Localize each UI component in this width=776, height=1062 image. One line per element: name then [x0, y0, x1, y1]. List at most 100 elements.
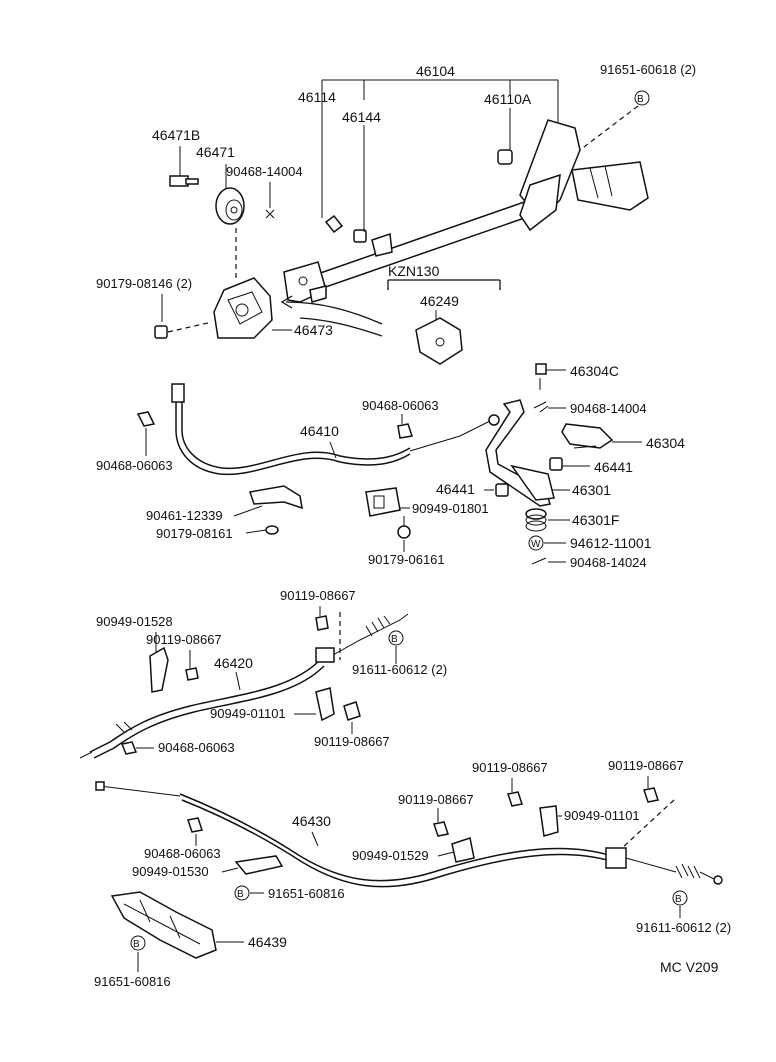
lever-assembly — [283, 119, 649, 303]
nut-46441-icon — [549, 457, 563, 471]
svg-text:B: B — [133, 939, 140, 950]
protector-46439-icon — [110, 891, 217, 959]
nut-icon — [265, 525, 279, 535]
svg-text:B: B — [675, 894, 682, 905]
nut-icon — [154, 325, 168, 339]
cable-46410 — [171, 383, 500, 476]
callout-46420: 46420 — [214, 655, 253, 671]
callout-90119-08667-c: 90119-08667 — [314, 734, 390, 749]
spring-icon — [675, 863, 701, 879]
bracket-90949-01101-lower-icon — [539, 805, 559, 837]
callout-90468-06063-upper: 90468-06063 — [362, 398, 439, 413]
svg-text:W: W — [531, 539, 541, 550]
callout-46441-left: 46441 — [436, 481, 475, 497]
bolt-icon — [185, 667, 199, 681]
callout-46104: 46104 — [416, 63, 455, 79]
bolt-46471B-icon — [169, 175, 199, 187]
callout-46249: 46249 — [420, 293, 459, 309]
callout-90468-06063-lower: 90468-06063 — [144, 846, 221, 861]
callout-91611-60612-b: 91611-60612 (2) — [636, 920, 731, 935]
callout-90468-06063-left: 90468-06063 — [96, 458, 173, 473]
clip-icon — [533, 401, 549, 413]
callout-90468-14024: 90468-14024 — [570, 555, 647, 570]
callout-91651-60618: 91651-60618 (2) — [600, 62, 696, 77]
callout-90949-01530: 90949-01530 — [132, 864, 209, 879]
spring-46301F-icon — [525, 508, 547, 532]
group-label: KZN130 — [388, 263, 440, 279]
callout-90119-08667-a: 90119-08667 — [146, 632, 222, 647]
callout-46471B: 46471B — [152, 127, 200, 143]
lever-46301-icon — [485, 399, 555, 507]
arrow-head-icon — [280, 295, 293, 309]
part-46304-icon — [561, 423, 614, 449]
cable-46420 — [79, 613, 409, 759]
bracket-90461-12339-icon — [249, 485, 303, 510]
callout-bracket-46104 — [321, 79, 559, 232]
callout-90179-08146: 90179-08146 (2) — [96, 276, 192, 291]
clip-90468-06063-left-icon — [136, 411, 156, 427]
pin-46304C-icon — [535, 363, 547, 375]
clip-icon — [531, 557, 547, 565]
svg-text:B: B — [237, 889, 244, 900]
callout-46473: 46473 — [294, 322, 333, 338]
svg-text:B: B — [391, 634, 398, 645]
callout-90468-14004: 90468-14004 — [226, 164, 303, 179]
callout-90468-06063-mid: 90468-06063 — [158, 740, 235, 755]
bolt-marker-icon: B — [672, 890, 688, 906]
bolt-marker-icon: B — [234, 885, 250, 901]
bolt-icon — [643, 787, 659, 803]
spring-icon — [365, 615, 391, 637]
clip-icon — [397, 423, 413, 439]
callout-46430: 46430 — [292, 813, 331, 829]
bolt-icon — [343, 701, 361, 721]
callout-46304: 46304 — [646, 435, 685, 451]
clip-icon — [265, 209, 275, 219]
bolt-icon — [433, 821, 449, 837]
nut-46441-icon — [495, 483, 509, 497]
bolt-icon — [315, 615, 329, 631]
callout-46304C: 46304C — [570, 363, 619, 379]
callout-90119-08667-b: 90119-08667 — [280, 588, 356, 603]
grommet-90949-01801-icon — [365, 487, 401, 517]
callout-46301F: 46301F — [572, 512, 619, 528]
callout-94612-11001: 94612-11001 — [570, 535, 652, 551]
bolt-marker-icon: B — [634, 90, 650, 106]
callout-46110A: 46110A — [484, 91, 532, 107]
nut-icon — [397, 525, 411, 539]
callout-46144: 46144 — [342, 109, 381, 125]
callout-90949-01529: 90949-01529 — [352, 848, 429, 863]
svg-text:B: B — [637, 94, 644, 105]
plate-46249-icon — [415, 317, 463, 365]
footer-code: MC V209 — [660, 959, 719, 975]
callout-46301: 46301 — [572, 482, 611, 498]
callout-90949-01801: 90949-01801 — [412, 501, 489, 516]
bracket-90949-01528-icon — [149, 646, 169, 693]
arrow-line — [285, 301, 383, 325]
bolt-marker-icon: B — [130, 935, 146, 951]
callout-91611-60612-a: 91611-60612 (2) — [352, 662, 447, 677]
group-bracket — [387, 279, 501, 290]
callout-46471: 46471 — [196, 144, 235, 160]
bolt-marker-icon: B — [388, 630, 404, 646]
washer-marker-icon: W — [528, 535, 544, 551]
callout-46441-right: 46441 — [594, 459, 633, 475]
callout-90461-12339: 90461-12339 — [146, 508, 223, 523]
callout-90179-08161: 90179-08161 — [156, 526, 233, 541]
bracket-46473-icon — [213, 277, 273, 339]
callout-90119-08667-e: 90119-08667 — [398, 792, 474, 807]
callout-91651-60816-a: 91651-60816 — [268, 886, 345, 901]
cable-46430 — [95, 781, 723, 888]
callout-90949-01101-a: 90949-01101 — [210, 706, 286, 721]
callout-46410: 46410 — [300, 423, 339, 439]
bracket-90949-01530-icon — [234, 855, 284, 875]
bracket-90949-01101-icon — [315, 687, 335, 722]
clip-icon — [120, 741, 138, 755]
callout-90119-08667-d: 90119-08667 — [472, 760, 548, 775]
callout-91651-60816-b: 91651-60816 — [94, 974, 171, 989]
callout-90949-01528: 90949-01528 — [96, 614, 173, 629]
callout-90949-01101-b: 90949-01101 — [564, 808, 640, 823]
callout-46114: 46114 — [298, 89, 336, 105]
pulley-46471-icon — [215, 187, 245, 225]
bracket-90949-01529-icon — [451, 837, 475, 863]
